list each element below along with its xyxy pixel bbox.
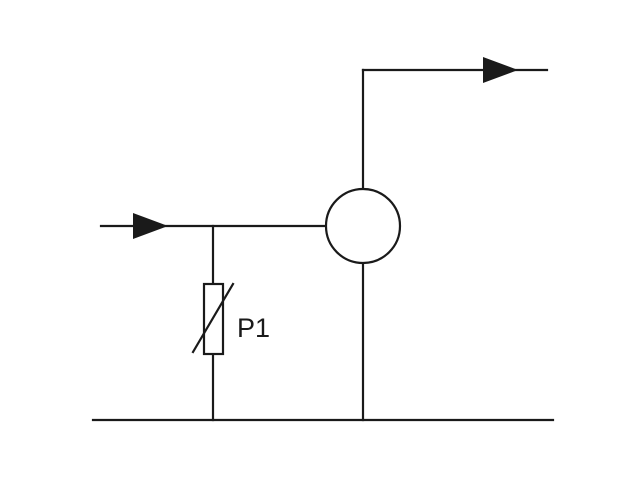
output-arrow-icon [483,57,518,83]
input-arrow-icon [133,213,168,239]
circle-component-icon [324,187,402,265]
resistor-variable-slash [191,282,235,354]
resistor-label: P1 [237,313,270,343]
